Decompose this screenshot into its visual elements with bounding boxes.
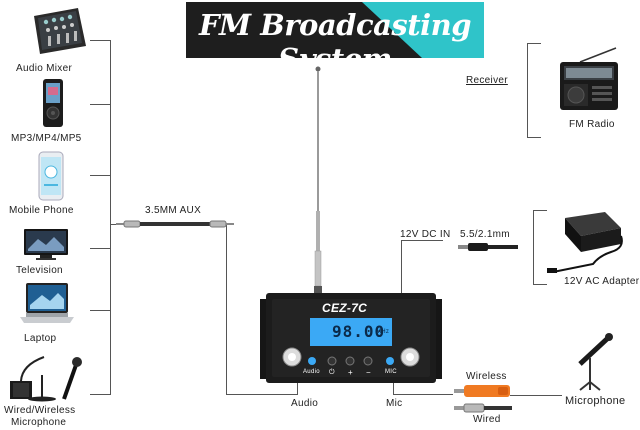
dc-in-label: 12V DC IN [400, 229, 451, 240]
bus-tick-4 [90, 248, 111, 249]
adapter-bracket-line [533, 210, 534, 285]
microphone-icon [578, 333, 613, 391]
plug-size-label: 5.5/2.1mm [460, 229, 510, 240]
audio-mixer-icon [34, 8, 86, 54]
source-label-microphone: Microphone [11, 417, 67, 428]
ac-adapter-icon [547, 212, 623, 273]
wired-plug-icon [454, 403, 512, 413]
receiver-bracket-line [527, 43, 528, 137]
wired-label: Wired [473, 414, 501, 425]
fm-radio-icon [560, 47, 618, 110]
source-label-wired-wireless: Wired/Wireless [4, 405, 76, 416]
transmitter-mic-label: MIC [385, 369, 397, 375]
source-label-laptop: Laptop [24, 333, 57, 344]
microphone-label: Microphone [565, 395, 626, 407]
source-label-audio-mixer: Audio Mixer [16, 63, 73, 74]
source-label-television: Television [16, 265, 63, 276]
ac-adapter-label: 12V AC Adapter [564, 276, 640, 287]
fm-transmitter: CEZ-7C 98.00 MHz Audio MIC ⏻ + − [260, 293, 442, 383]
mic-to-plugs-line [393, 394, 453, 395]
fm-radio-label: FM Radio [569, 119, 615, 130]
wireless-receiver-icon [454, 385, 510, 397]
transmitter-model: CEZ-7C [322, 301, 368, 315]
dc-plug-icon [458, 243, 518, 251]
power-icon: ⏻ [329, 369, 335, 376]
plus-icon: + [348, 368, 353, 377]
transmitter-body [260, 293, 442, 383]
microphone-stand-icon [10, 356, 82, 402]
bus-to-cable [110, 224, 120, 225]
source-label-mp3: MP3/MP4/MP5 [11, 133, 82, 144]
adapter-bracket-top [533, 210, 547, 211]
adapter-bracket-bottom [533, 284, 547, 285]
aux-cable-icon [116, 220, 234, 228]
television-icon [24, 229, 68, 260]
receiver-bracket-top [527, 43, 541, 44]
mobile-phone-icon [38, 151, 64, 201]
dc-in-top-line [401, 240, 443, 241]
title-banner: FM Broadcasting System [186, 2, 484, 58]
receiver-title: Receiver [466, 75, 508, 86]
bus-tick-6 [90, 394, 111, 395]
antenna-icon [314, 66, 322, 300]
banner-background [186, 2, 484, 58]
mp3-player-icon [43, 79, 63, 127]
aux-cable-label: 3.5MM AUX [145, 205, 202, 216]
minus-icon: − [366, 368, 371, 377]
mic-riser-line [393, 372, 394, 395]
bus-tick-1 [90, 40, 111, 41]
bottom-audio-label: Audio [291, 398, 319, 409]
wireless-label: Wireless [466, 371, 507, 382]
laptop-icon [20, 283, 74, 323]
cable-drop-line [226, 224, 227, 395]
frequency-display: 98.00 [332, 322, 386, 341]
banner-title: FM Broadcasting System [198, 8, 472, 58]
transmitter-audio-label: Audio [303, 369, 320, 375]
receiver-bracket-bottom [527, 137, 541, 138]
frequency-unit: MHz [376, 329, 390, 335]
bus-tick-2 [90, 104, 111, 105]
bus-tick-3 [90, 175, 111, 176]
left-bus-line [110, 40, 111, 395]
bus-tick-5 [90, 310, 111, 311]
cable-to-audio-line [226, 394, 298, 395]
bottom-mic-label: Mic [386, 398, 403, 409]
source-label-mobile-phone: Mobile Phone [9, 205, 74, 216]
dc-in-line [401, 240, 402, 295]
plugs-to-mic-line [510, 395, 562, 396]
